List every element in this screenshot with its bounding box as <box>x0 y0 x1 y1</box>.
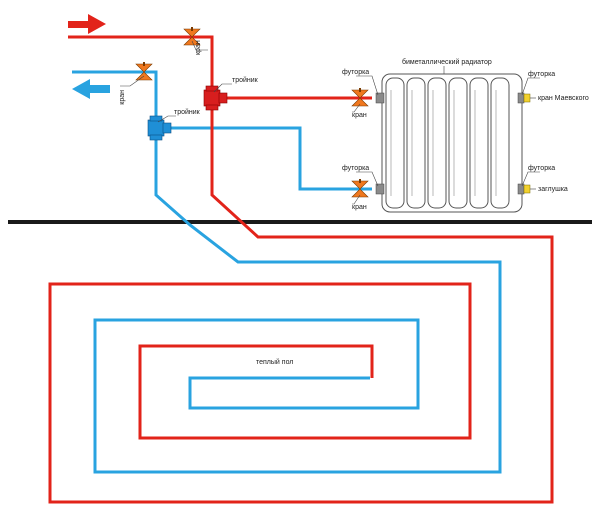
ball-valve-icon[interactable] <box>351 88 369 107</box>
return-pipe-main <box>72 70 502 474</box>
mayevsky-label: кран Маевского <box>538 95 589 102</box>
futorka-bottom-left <box>375 183 385 195</box>
mayevsky-valve-icon[interactable] <box>523 93 531 103</box>
radiator-title: биметаллический радиатор <box>402 58 492 66</box>
futorka-label: футорка <box>342 165 369 172</box>
futorka-bottom-right <box>517 183 525 195</box>
warm-floor-label: теплый пол <box>256 358 293 366</box>
return-pipe-radiator <box>160 126 372 191</box>
tee-label: тройник <box>232 76 259 84</box>
futorka-top-right <box>517 92 525 104</box>
arrow-right-icon <box>68 14 106 34</box>
valve-label: кран <box>195 40 202 55</box>
supply-pipe-main <box>48 35 554 504</box>
futorka-label: футорка <box>342 69 369 76</box>
tee-label: тройник <box>174 108 201 116</box>
tee-fitting-icon <box>147 115 172 141</box>
futorka-label: футорка <box>528 71 555 78</box>
ball-valve-icon[interactable] <box>351 179 369 198</box>
plug-icon <box>523 184 531 194</box>
futorka-top-left <box>375 92 385 104</box>
futorka-label: футорка <box>528 165 555 172</box>
radiator <box>381 73 523 213</box>
tee-fitting-icon <box>203 85 228 111</box>
valve-label: кран <box>119 90 126 105</box>
valve-label: кран <box>352 112 367 119</box>
arrow-left-icon <box>72 79 110 99</box>
valve-label: кран <box>352 204 367 211</box>
plug-label: заглушка <box>538 186 568 193</box>
